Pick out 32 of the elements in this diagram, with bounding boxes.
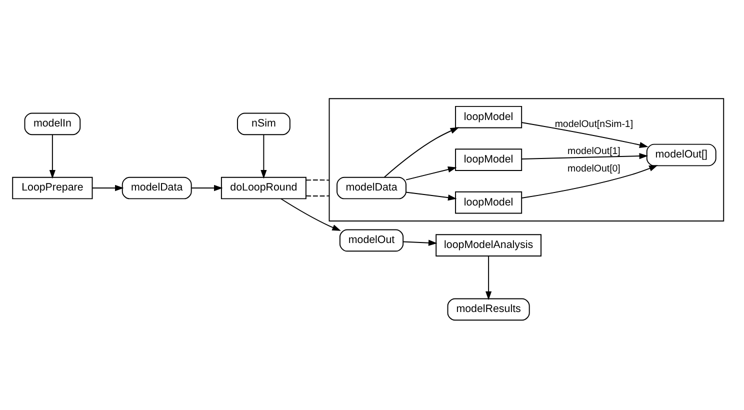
node-box: modelIn (24, 112, 81, 135)
node-box: modelOut (339, 228, 404, 252)
node-box: modelData (122, 176, 192, 199)
node-box: modelResults (447, 298, 530, 320)
arrow (402, 239, 438, 246)
arrow (521, 122, 648, 148)
arrow (191, 184, 223, 191)
arrow (521, 152, 648, 160)
arrow (92, 184, 124, 191)
cluster (328, 98, 724, 222)
node-box: modelData (336, 176, 406, 199)
node-box: loopModel (455, 148, 522, 171)
node-box: modelOut[] (646, 143, 716, 166)
node-box: doLoopRound (220, 176, 306, 199)
node-box: LoopPrepare (12, 176, 93, 199)
edge-label: modelOut[nSim-1] (554, 118, 634, 130)
node-box: loopModel (455, 105, 522, 128)
arrow (521, 164, 658, 198)
arrow (260, 134, 267, 178)
arrow (49, 134, 56, 178)
arrow (406, 191, 457, 200)
connector (306, 194, 330, 196)
arrow (384, 126, 460, 178)
edge-label: modelOut[0] (568, 163, 620, 174)
edge-label: modelOut[1] (568, 146, 620, 157)
arrow (280, 198, 341, 230)
arrow (406, 166, 457, 180)
node-box: loopModel (455, 190, 522, 214)
node-box: loopModelAnalysis (436, 234, 542, 256)
connector (306, 179, 330, 180)
node-box: nSim (236, 112, 290, 135)
arrow (486, 255, 492, 300)
